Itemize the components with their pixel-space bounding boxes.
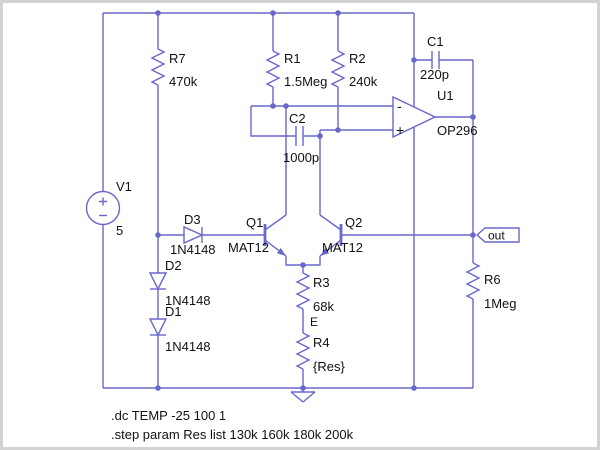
resistor-body[interactable] bbox=[465, 262, 481, 300]
component-name[interactable]: U1 bbox=[437, 88, 454, 103]
component-value[interactable]: OP296 bbox=[437, 123, 477, 138]
resistor-body[interactable] bbox=[330, 50, 346, 88]
inverting-input-mark: - bbox=[397, 98, 402, 114]
diode-D1[interactable]: D1 1N4148 bbox=[148, 304, 211, 354]
resistor-R2[interactable]: R2 240k bbox=[330, 50, 378, 89]
resistor-R6[interactable]: R6 1Meg bbox=[465, 262, 517, 311]
spice-directives[interactable]: .dc TEMP -25 100 1 .step param Res list … bbox=[111, 408, 354, 442]
junction-dot bbox=[155, 10, 161, 16]
resistor-body[interactable] bbox=[265, 50, 281, 88]
component-name[interactable]: R4 bbox=[313, 335, 330, 350]
component-value[interactable]: 470k bbox=[169, 74, 198, 89]
plus-mark-icon bbox=[99, 197, 107, 206]
voltage-source-V1[interactable]: V1 5 bbox=[85, 179, 132, 238]
directive-dc-sweep[interactable]: .dc TEMP -25 100 1 bbox=[111, 408, 226, 423]
noninverting-input-mark: + bbox=[396, 122, 404, 138]
opamp-body[interactable] bbox=[392, 95, 437, 139]
schematic-canvas[interactable]: V1 5 R7 470k R1 1.5Meg R2 240k C1 220p C… bbox=[3, 3, 597, 447]
component-value[interactable]: MAT12 bbox=[228, 240, 269, 255]
component-name[interactable]: C1 bbox=[427, 34, 444, 49]
resistor-R4[interactable]: R4 {Res} bbox=[295, 332, 345, 374]
resistor-R3[interactable]: R3 68k bbox=[295, 272, 334, 314]
resistor-body[interactable] bbox=[295, 332, 311, 370]
junction-dot bbox=[411, 385, 417, 391]
component-name[interactable]: V1 bbox=[116, 179, 132, 194]
component-value[interactable]: 5 bbox=[116, 223, 123, 238]
emitter-arrow-icon bbox=[276, 248, 286, 256]
component-name[interactable]: R6 bbox=[484, 272, 501, 287]
resistor-R7[interactable]: R7 470k bbox=[150, 48, 198, 89]
junction-dot bbox=[300, 262, 306, 268]
component-name[interactable]: D1 bbox=[165, 304, 182, 319]
diode-body[interactable] bbox=[183, 225, 204, 245]
diode-body[interactable] bbox=[148, 272, 168, 291]
junction-dot bbox=[335, 127, 341, 133]
junction-dot bbox=[270, 10, 276, 16]
component-name[interactable]: Q1 bbox=[246, 215, 263, 230]
component-name[interactable]: D2 bbox=[165, 258, 182, 273]
capacitor-C1[interactable]: C1 220p bbox=[420, 34, 449, 82]
ground-icon bbox=[290, 388, 316, 403]
transistor-Q2[interactable]: Q2 MAT12 bbox=[319, 214, 363, 257]
component-value[interactable]: 240k bbox=[349, 74, 378, 89]
junction-dot bbox=[155, 232, 161, 238]
component-name[interactable]: R3 bbox=[313, 275, 330, 290]
component-name[interactable]: C2 bbox=[289, 111, 306, 126]
emitter-arrow-icon bbox=[320, 248, 330, 256]
resistor-R1[interactable]: R1 1.5Meg bbox=[265, 50, 327, 89]
junction-dot bbox=[317, 133, 323, 139]
junction-dots bbox=[155, 10, 476, 391]
component-value[interactable]: 1N4148 bbox=[165, 293, 211, 308]
junction-dot bbox=[270, 103, 276, 109]
net-flag-out[interactable]: out bbox=[475, 227, 520, 243]
component-name[interactable]: R7 bbox=[169, 51, 186, 66]
component-value[interactable]: 1N4148 bbox=[165, 339, 211, 354]
resistor-body[interactable] bbox=[150, 48, 166, 86]
transistor-collector[interactable] bbox=[264, 214, 287, 231]
component-name[interactable]: R1 bbox=[284, 51, 301, 66]
voltage-source-body[interactable] bbox=[85, 190, 121, 226]
component-value[interactable]: 1Meg bbox=[484, 296, 517, 311]
directive-step-param[interactable]: .step param Res list 130k 160k 180k 200k bbox=[111, 427, 354, 442]
capacitor-plates[interactable] bbox=[431, 51, 440, 69]
component-value[interactable]: 1.5Meg bbox=[284, 74, 327, 89]
junction-dot bbox=[470, 114, 476, 120]
net-flag-outline[interactable] bbox=[475, 227, 520, 243]
junction-dot bbox=[155, 385, 161, 391]
component-value[interactable]: 1000p bbox=[283, 150, 319, 165]
junction-dot bbox=[411, 57, 417, 63]
component-value[interactable]: 1N4148 bbox=[170, 242, 216, 257]
resistor-body[interactable] bbox=[295, 272, 311, 310]
diode-D2[interactable]: D2 1N4148 bbox=[148, 258, 211, 308]
wires[interactable] bbox=[102, 12, 474, 389]
wire-c2-left[interactable] bbox=[250, 106, 296, 137]
component-value[interactable]: {Res} bbox=[313, 359, 345, 374]
net-label-out[interactable]: out bbox=[488, 229, 505, 243]
capacitor-plates[interactable] bbox=[295, 126, 304, 146]
component-name[interactable]: Q2 bbox=[345, 215, 362, 230]
component-value[interactable]: 68k bbox=[313, 299, 334, 314]
component-value[interactable]: 220p bbox=[420, 67, 449, 82]
junction-dot bbox=[335, 10, 341, 16]
component-name[interactable]: D3 bbox=[184, 212, 201, 227]
junction-dot bbox=[283, 103, 289, 109]
ground-symbol[interactable] bbox=[290, 388, 316, 403]
component-value[interactable]: MAT12 bbox=[322, 240, 363, 255]
component-name[interactable]: R2 bbox=[349, 51, 366, 66]
net-label-e[interactable]: E bbox=[310, 315, 318, 329]
capacitor-C2[interactable]: C2 1000p bbox=[283, 111, 319, 165]
transistor-collector[interactable] bbox=[319, 214, 342, 231]
opamp-U1[interactable]: - + U1 OP296 bbox=[392, 88, 477, 139]
diode-D3[interactable]: D3 1N4148 bbox=[170, 212, 216, 257]
transistor-Q1[interactable]: Q1 MAT12 bbox=[228, 214, 287, 257]
junction-dot bbox=[470, 232, 476, 238]
diode-body[interactable] bbox=[148, 318, 168, 337]
